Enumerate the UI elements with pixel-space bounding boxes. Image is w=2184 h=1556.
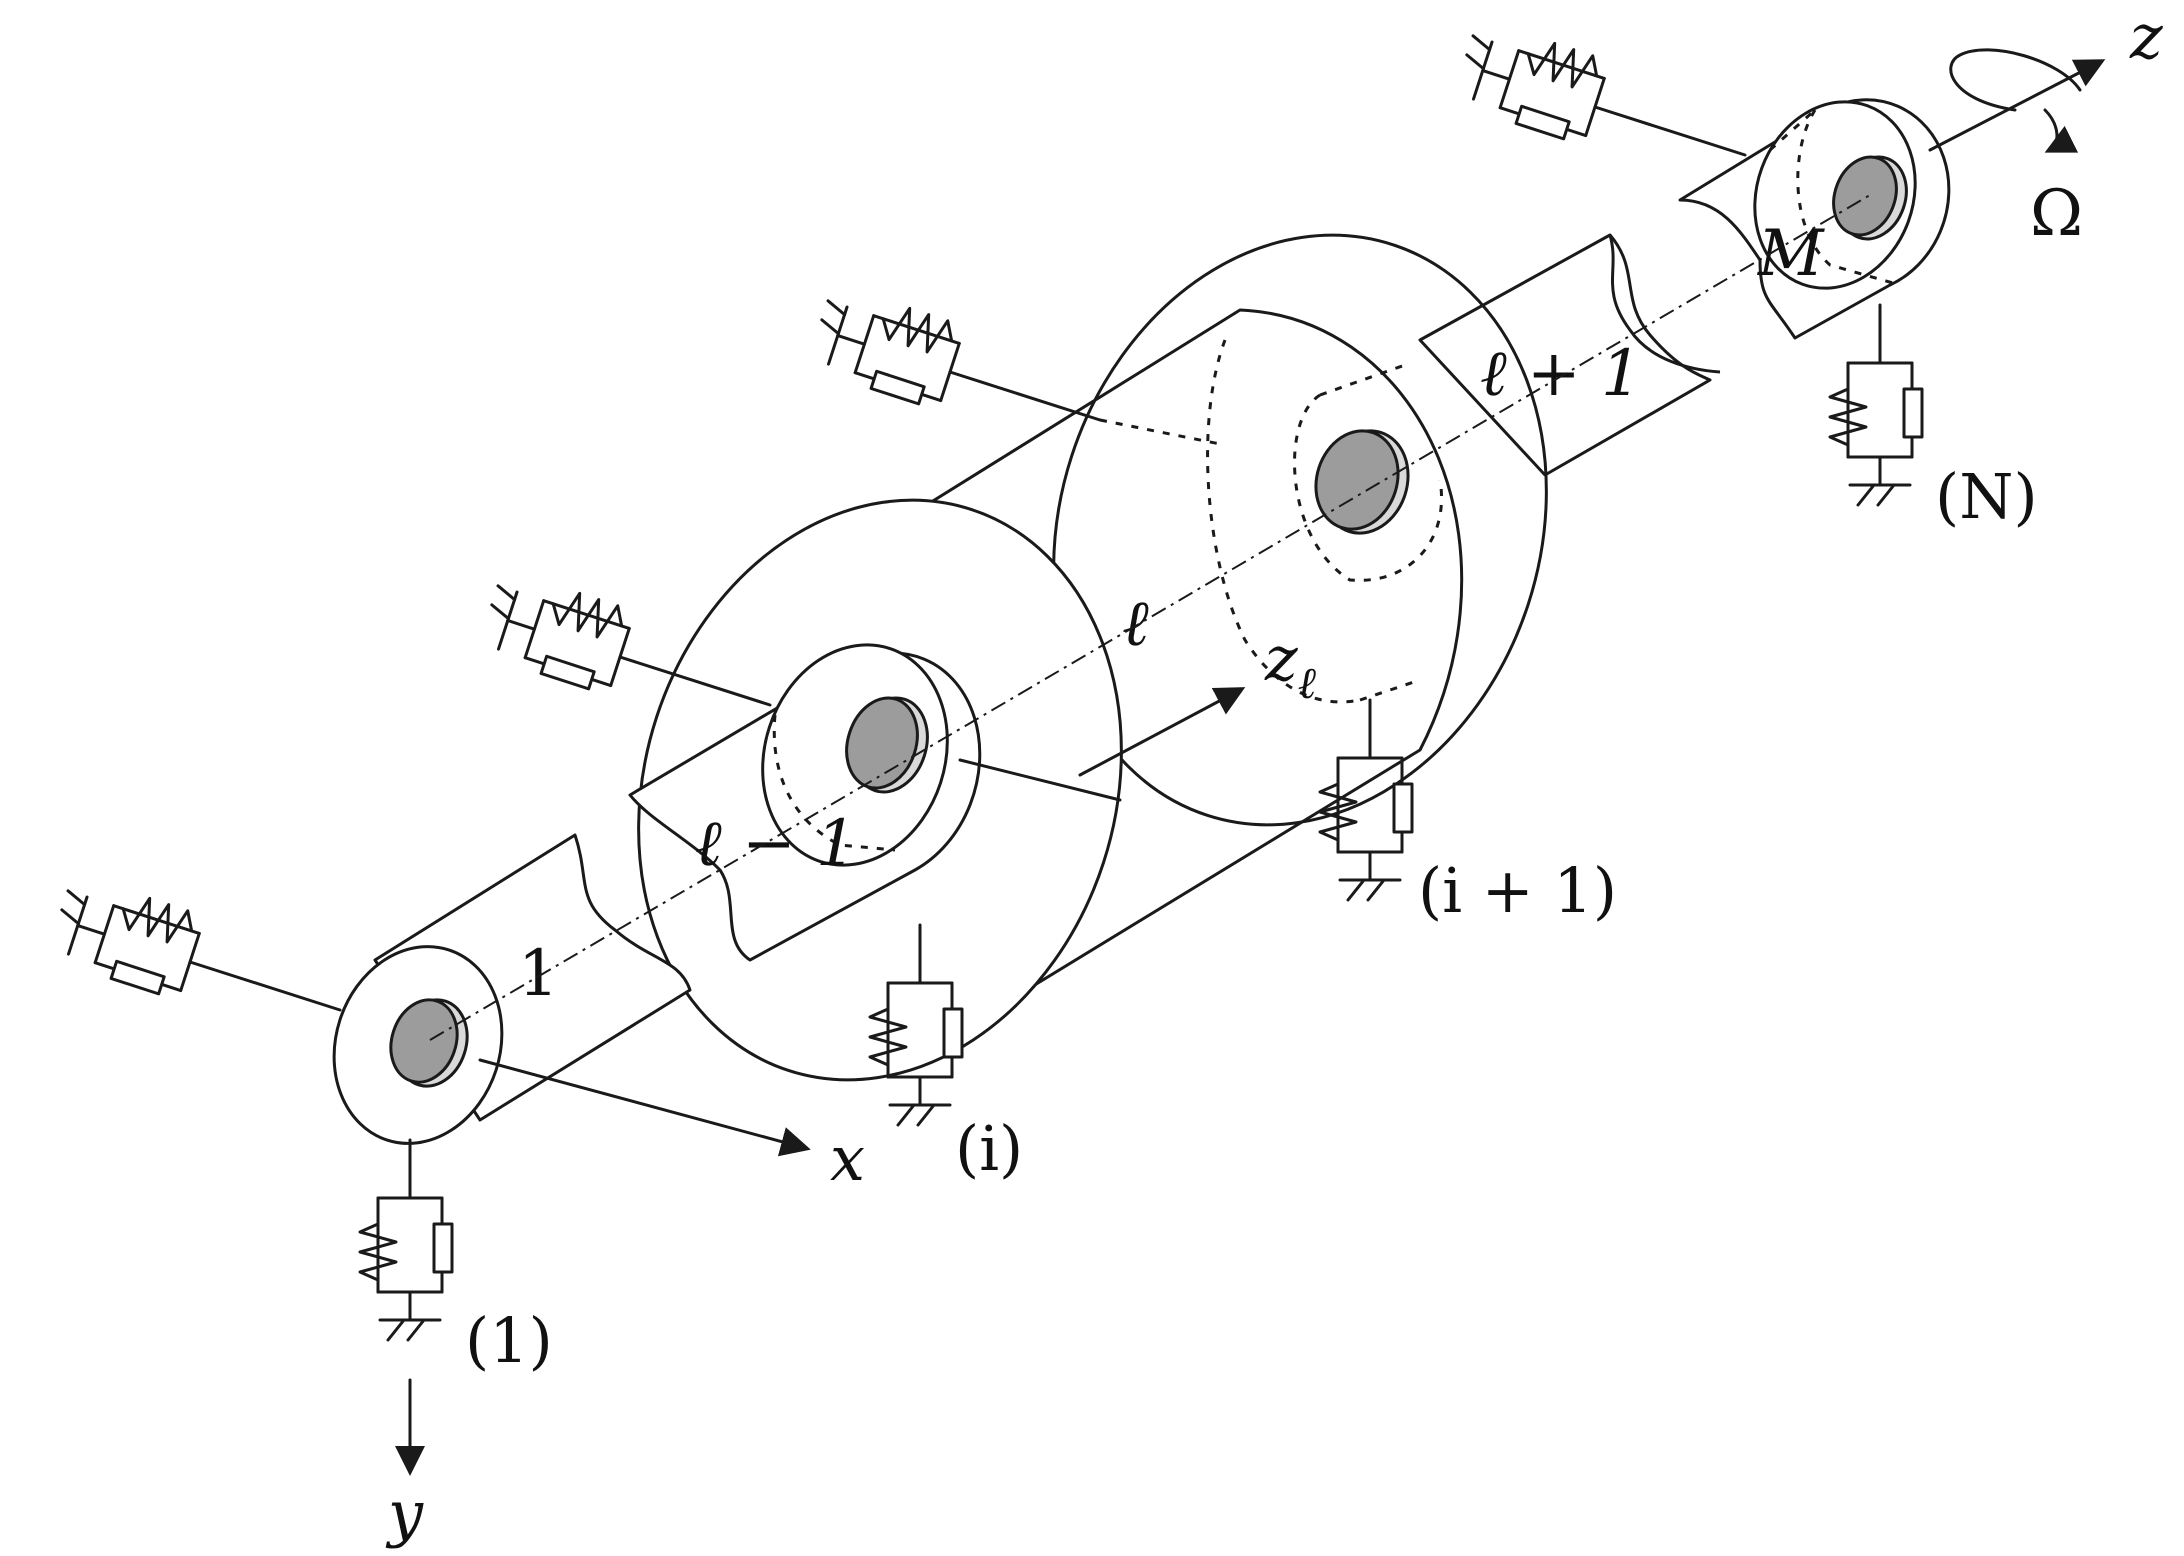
local-origin-line (958, 758, 1122, 802)
local-z-axis-sub: ℓ (1298, 658, 1317, 709)
support-n-label: (N) (1935, 460, 2038, 533)
vertical-support-1 (358, 1138, 454, 1342)
x-axis-arrow (478, 1058, 811, 1157)
vertical-support-n (1828, 303, 1924, 507)
shaft-element-1: 1 (332, 833, 692, 1145)
global-axes: x y z Ω zℓ (385, 0, 2163, 1550)
z-axis-label: z (2129, 0, 2163, 73)
element-l-plus-1-text: ℓ + 1 (1480, 337, 1642, 411)
element-l-label: ℓ (1122, 587, 1149, 661)
horizontal-support-4 (1449, 17, 1747, 157)
support-i-plus-1-label: (i + 1) (1418, 854, 1617, 927)
shaft-element-m: M (1670, 98, 1951, 350)
local-z-axis-text: z (1264, 622, 1298, 695)
horizontal-support-1 (44, 872, 342, 1012)
y-axis-label: y (385, 1477, 424, 1550)
horizontal-support-3 (804, 282, 1102, 422)
shaft-element-l: ℓ ℓ + 1 (637, 233, 1721, 1082)
local-z-axis-label: zℓ (1264, 622, 1317, 709)
omega-label: Ω (2030, 177, 2083, 251)
element-l-plus-1-label: ℓ + 1 (1480, 337, 1642, 411)
z-axis-arrow (1928, 59, 2106, 152)
shaft-element-l-minus-1: ℓ − 1 (628, 643, 982, 962)
element-l-minus-1-label: ℓ − 1 (695, 807, 857, 881)
local-z-axis-arrow (1078, 687, 1246, 777)
x-axis-label: x (830, 1122, 865, 1195)
omega-rotation-arc (1949, 48, 2082, 112)
element-1-label: 1 (518, 937, 559, 1011)
support-i-label: (i) (955, 1112, 1023, 1185)
support-1-label: (1) (465, 1304, 553, 1377)
omega-rotation-arrow (2043, 108, 2079, 153)
